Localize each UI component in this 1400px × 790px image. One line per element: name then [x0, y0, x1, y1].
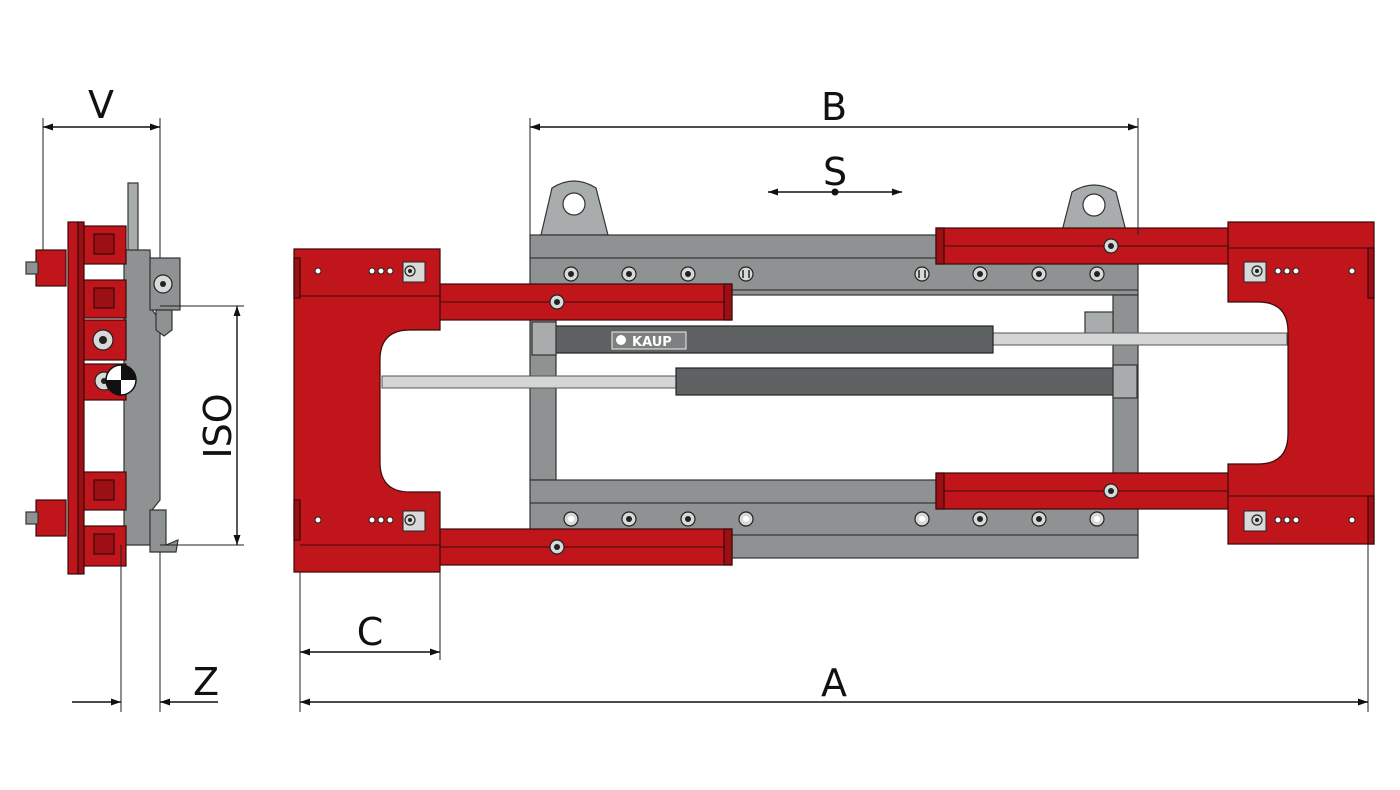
- right-clamp-arm: [1227, 221, 1375, 545]
- logo-text: KAUP: [632, 335, 672, 350]
- side-view: V ISO Z: [25, 83, 244, 712]
- dim-label-s: S: [823, 150, 847, 194]
- dim-label-a: A: [821, 661, 847, 705]
- center-of-gravity-icon: [105, 364, 137, 396]
- front-view: KAUP: [293, 85, 1375, 712]
- dim-label-b: B: [821, 85, 847, 129]
- lifting-eyes: [540, 180, 1128, 236]
- frame-bolts-top: [563, 266, 1105, 282]
- frame-bolts-bottom: [563, 511, 1105, 527]
- dim-label-iso: ISO: [196, 393, 240, 458]
- dim-label-z: Z: [193, 660, 219, 704]
- left-clamp-arm: [293, 248, 441, 573]
- kaup-logo: KAUP: [611, 331, 687, 350]
- dim-label-v: V: [88, 83, 114, 127]
- hydraulic-cylinders: [381, 321, 1288, 399]
- left-arm-sliders: [437, 283, 733, 566]
- dim-label-c: C: [357, 610, 384, 654]
